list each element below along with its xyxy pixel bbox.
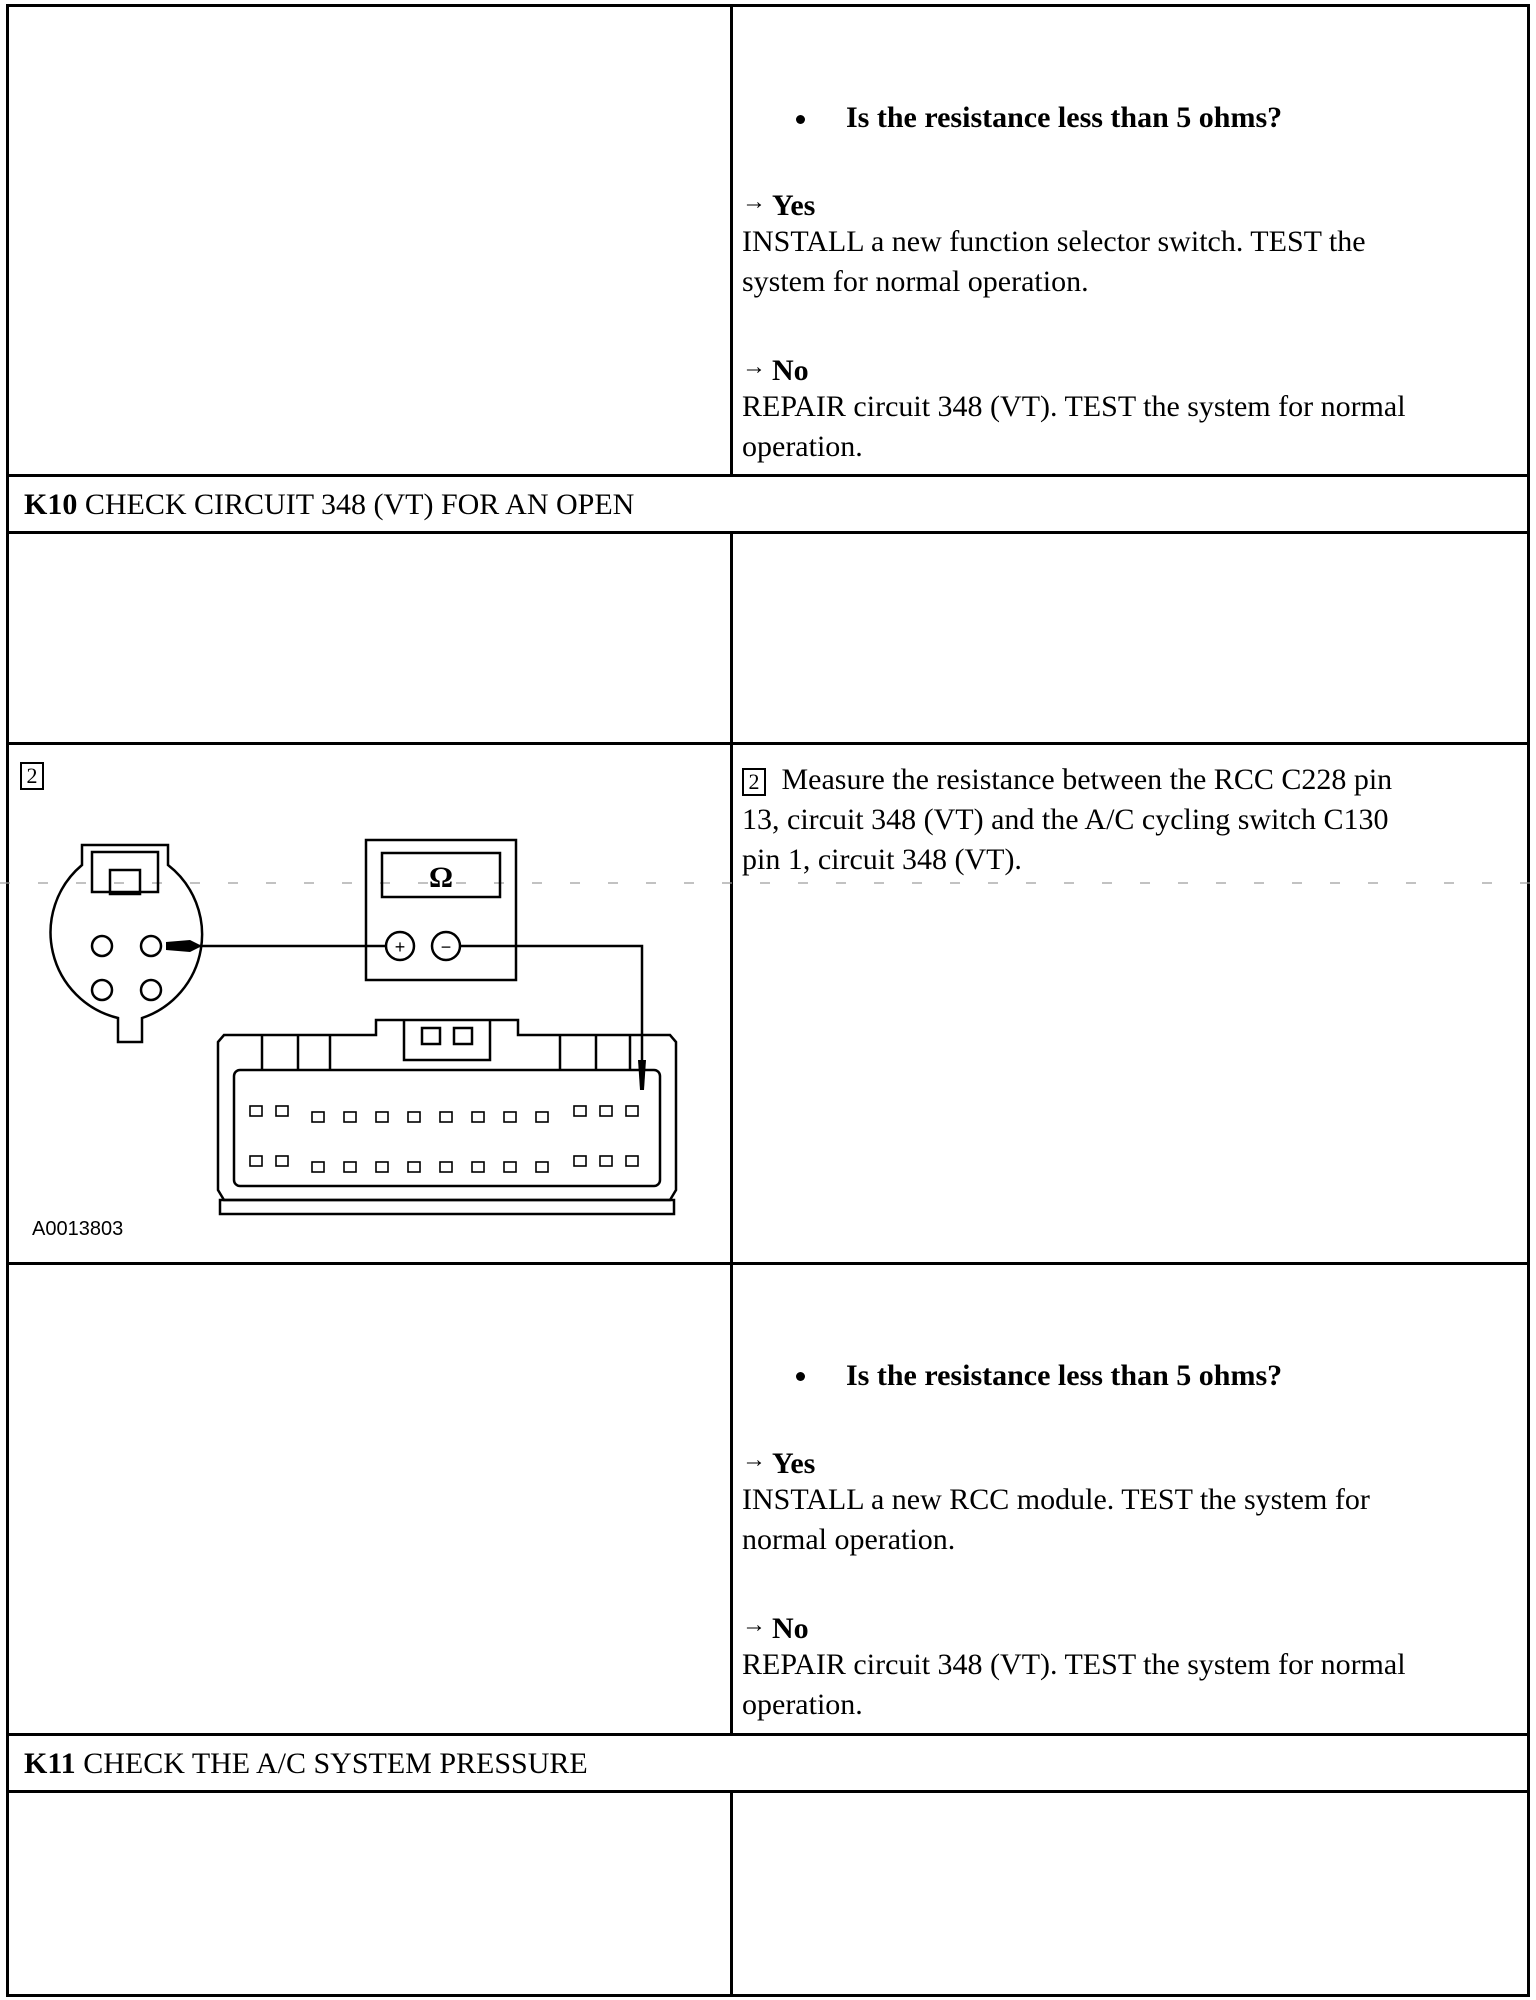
- yes-action-text: INSTALL a new RCC module. TEST the syste…: [742, 1483, 1370, 1516]
- bullet: [796, 115, 805, 124]
- step-number-box: 2: [20, 762, 44, 790]
- no-label: No: [772, 354, 809, 387]
- no-label-line: →No: [742, 347, 809, 391]
- table-left-border: [6, 4, 9, 1997]
- step-number: 2: [742, 768, 766, 797]
- no-action-text: REPAIR circuit 348 (VT). TEST the system…: [742, 1648, 1406, 1681]
- yes-action-text: INSTALL a new function selector switch. …: [742, 225, 1366, 258]
- step-instruction-text: pin 1, circuit 348 (VT).: [742, 843, 1022, 876]
- arrow-right-icon: →: [742, 1447, 766, 1473]
- arrow-right-icon: →: [742, 1612, 766, 1638]
- yes-label: Yes: [772, 1447, 816, 1480]
- step-instruction-text: 13, circuit 348 (VT) and the A/C cycling…: [742, 803, 1389, 836]
- bullet: [796, 1372, 805, 1381]
- step-code: K10: [24, 488, 78, 521]
- row-divider: [6, 1262, 1530, 1265]
- yes-action-text: system for normal operation.: [742, 265, 1089, 298]
- probe-wire: [460, 944, 644, 1068]
- column-divider: [730, 531, 733, 1736]
- step-heading: K10 CHECK CIRCUIT 348 (VT) FOR AN OPEN: [24, 485, 634, 525]
- arrow-right-icon: →: [742, 354, 766, 380]
- yes-label: Yes: [772, 189, 816, 222]
- row-divider: [6, 474, 1530, 477]
- step-number: 2: [20, 762, 44, 790]
- plus-terminal-label: +: [395, 937, 406, 957]
- probe-tip-icon: [166, 940, 202, 952]
- arrow-right-icon: →: [742, 189, 766, 215]
- figure-id: A0013803: [32, 1218, 124, 1240]
- row-divider: [6, 742, 1530, 745]
- column-divider: [730, 4, 733, 477]
- no-label: No: [772, 1612, 809, 1645]
- row-divider: [6, 1733, 1530, 1736]
- step-heading: K11 CHECK THE A/C SYSTEM PRESSURE: [24, 1744, 588, 1784]
- question-text: Is the resistance less than 5 ohms?: [846, 101, 1283, 134]
- rcc-connector-icon: [216, 1018, 678, 1216]
- wiring-diagram: Ω + −: [49, 838, 678, 1216]
- step-code: K11: [24, 1747, 76, 1780]
- yes-action-text: normal operation.: [742, 1523, 956, 1556]
- step-instruction-line: 2 Measure the resistance between the RCC…: [742, 760, 1392, 800]
- cycling-switch-connector-icon: [49, 843, 204, 1044]
- yes-label-line: →Yes: [742, 182, 815, 226]
- table-right-border: [1527, 4, 1530, 1997]
- step-title: CHECK THE A/C SYSTEM PRESSURE: [83, 1747, 588, 1780]
- table-top-border: [6, 4, 1530, 7]
- minus-terminal-label: −: [441, 937, 452, 957]
- question-text: Is the resistance less than 5 ohms?: [846, 1359, 1283, 1392]
- step-title: CHECK CIRCUIT 348 (VT) FOR AN OPEN: [84, 488, 635, 521]
- no-action-text: operation.: [742, 1688, 863, 1721]
- row-divider: [6, 531, 1530, 534]
- table-bottom-border: [6, 1994, 1530, 1997]
- column-divider: [730, 1790, 733, 1997]
- no-action-text: REPAIR circuit 348 (VT). TEST the system…: [742, 390, 1406, 423]
- row-divider: [6, 1790, 1530, 1793]
- step-instruction-text: Measure the resistance between the RCC C…: [781, 763, 1393, 796]
- yes-label-line: →Yes: [742, 1440, 815, 1484]
- scan-artifact: [0, 882, 1536, 884]
- no-label-line: →No: [742, 1605, 809, 1649]
- no-action-text: operation.: [742, 430, 863, 463]
- ohm-symbol: Ω: [429, 861, 453, 894]
- probe-tip-icon: [638, 1060, 646, 1090]
